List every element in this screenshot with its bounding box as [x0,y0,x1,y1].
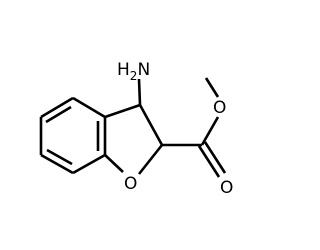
amine-hydrogen-count: 2 [130,69,138,83]
bond-oester-methyl [204,77,220,98]
amine-label: H2N [117,60,150,83]
molecule-structure: H2N O O O [39,60,233,198]
structure-canvas: H2N O O O [39,60,234,198]
amine-element: N [137,60,150,80]
bond-c3-c2 [138,104,164,146]
bond-c2-o1 [137,144,164,175]
ring-oxygen-label: O [124,174,137,194]
bond-carbonyl-oester [200,116,220,146]
bond-c3-n [137,78,142,106]
amine-hydrogen-symbol: H [117,60,130,80]
bond-benzene-3 [40,153,74,175]
carbonyl-oxygen-label: O [220,178,233,198]
bond-benzene-3-inner [46,148,73,166]
bond-carbonyl-double-1 [197,145,221,178]
bond-benzene-1-inner [45,105,72,124]
bond-c3a-c3 [104,103,141,119]
bond-benzene-1 [40,96,74,119]
bond-benzene-6 [72,96,106,119]
bonds [39,77,227,178]
atom-labels: H2N O O O [117,60,233,198]
ester-oxygen-label: O [213,98,226,118]
bond-carbonyl-double-2 [203,141,227,174]
bond-benzene-4 [72,153,106,175]
bond-o1-c7a [104,154,124,173]
